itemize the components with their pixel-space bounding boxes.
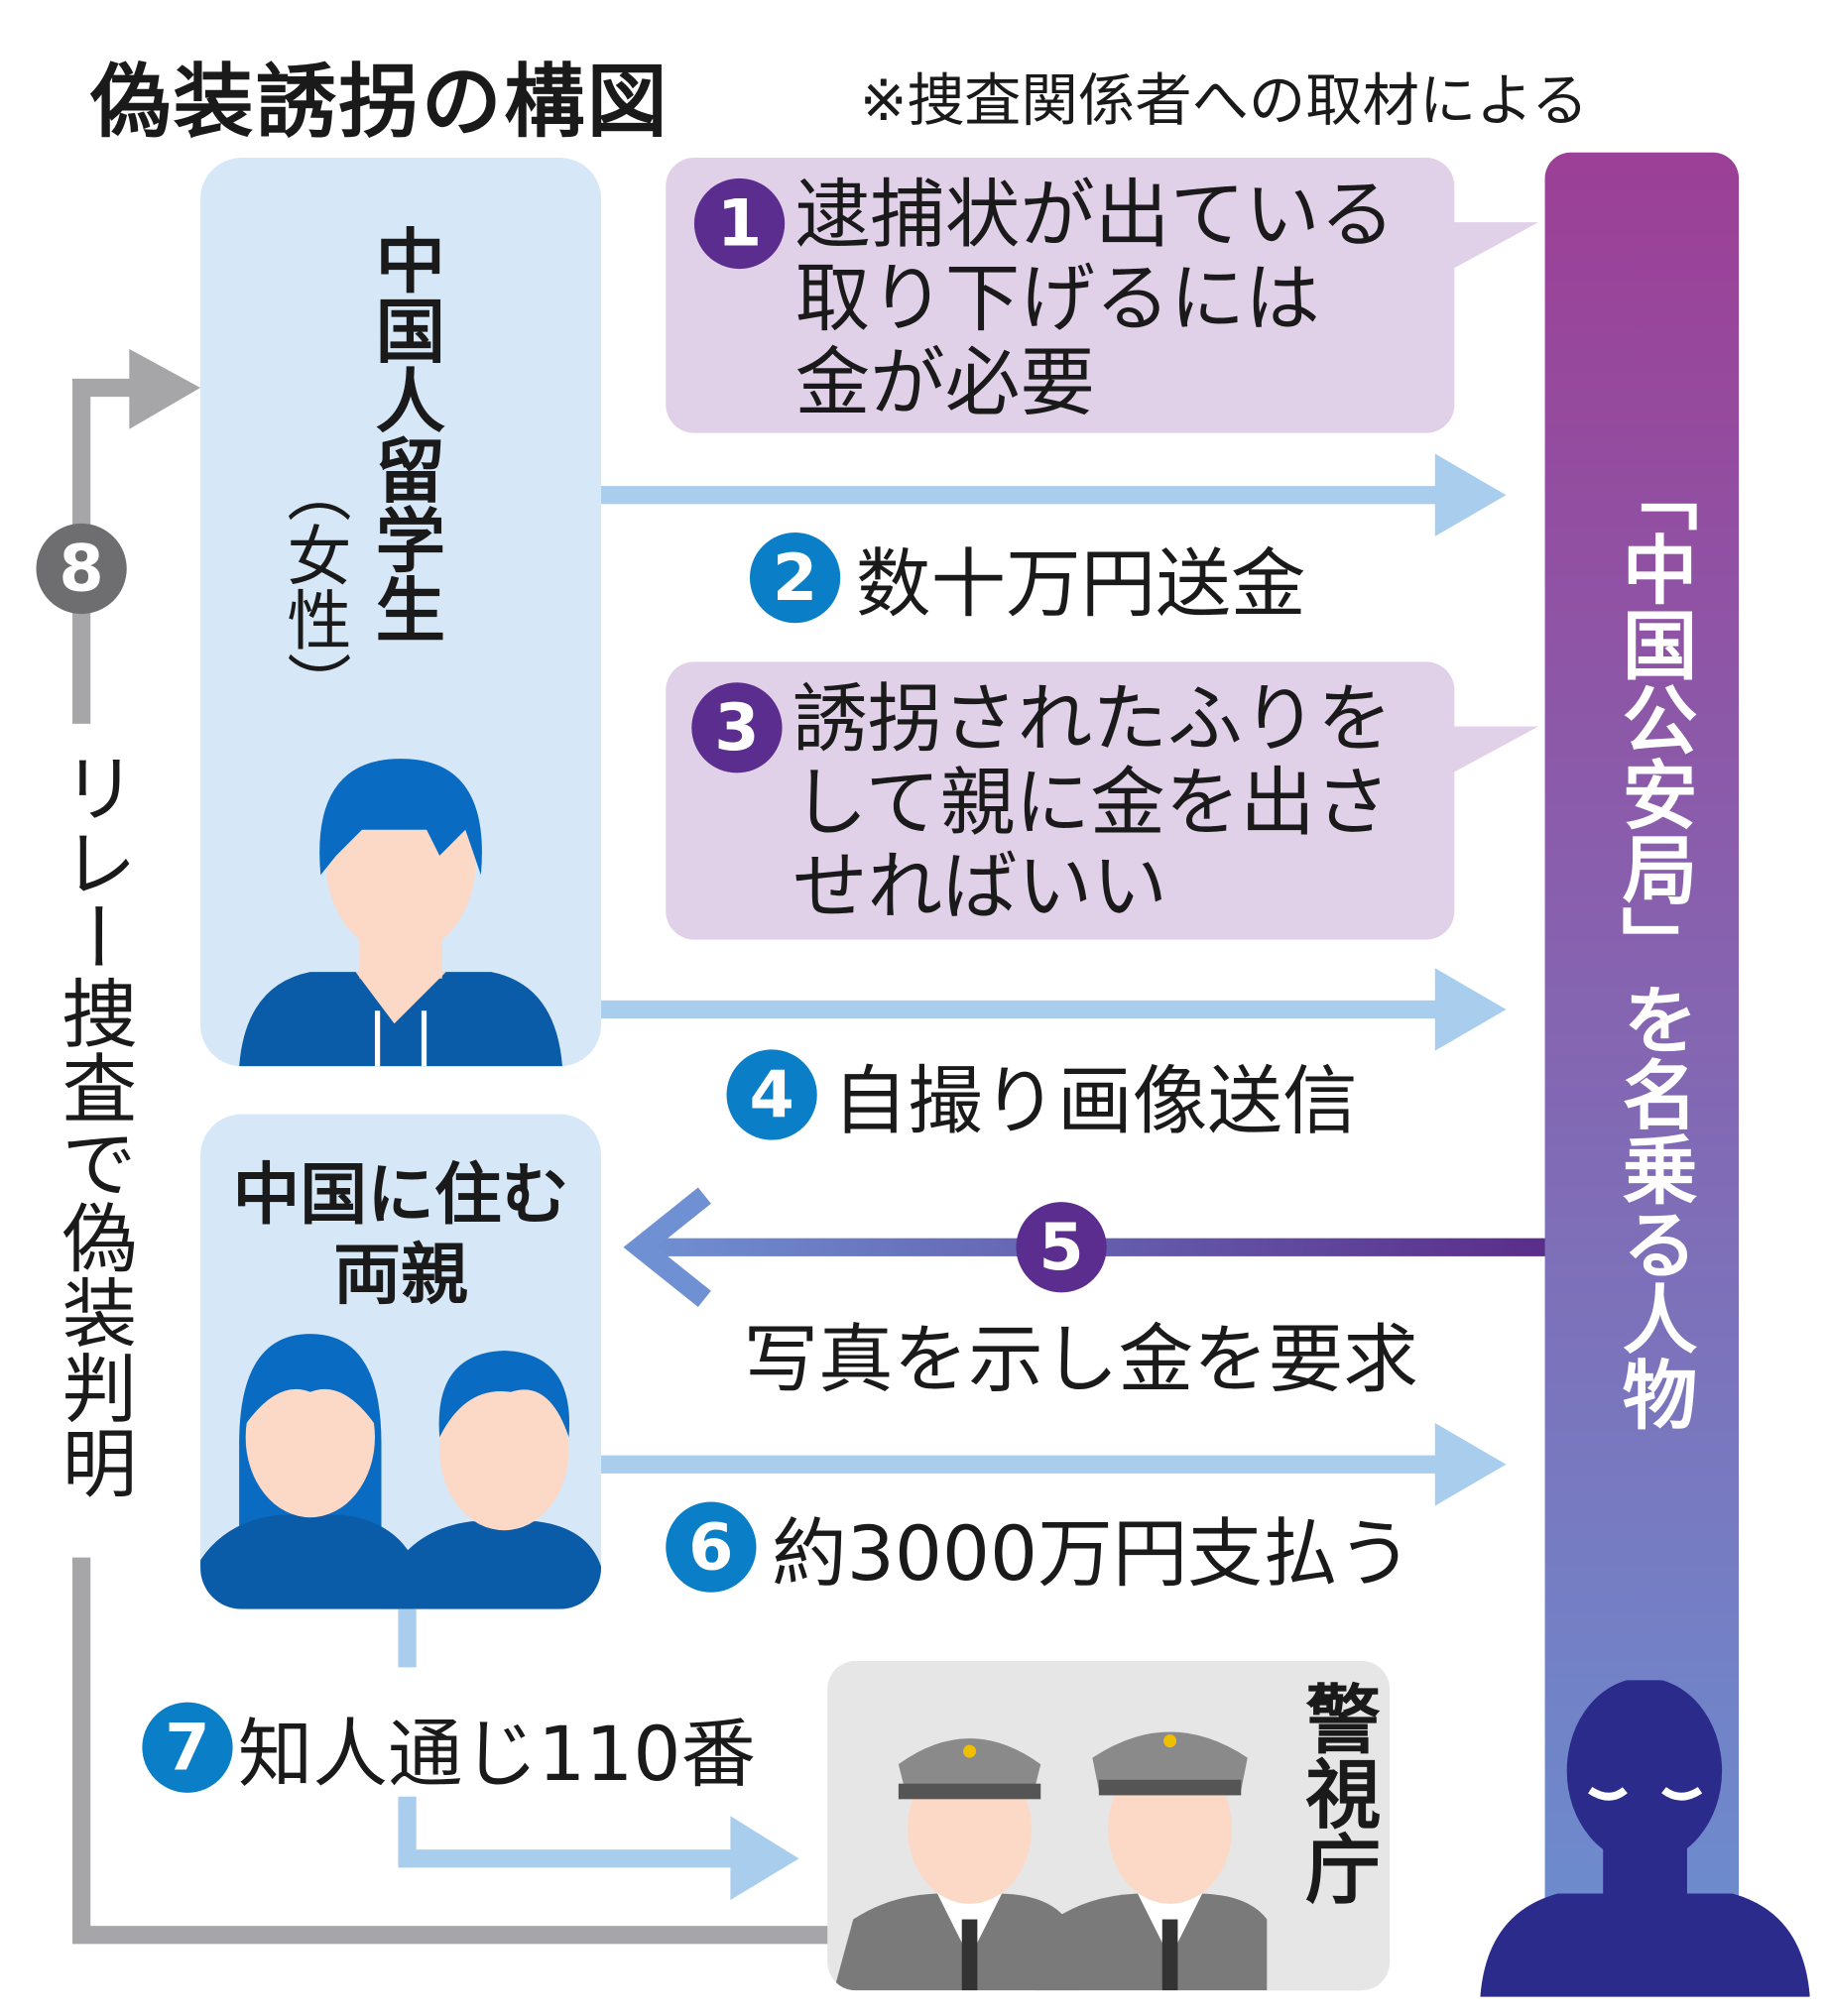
step-2-number: 2 — [749, 533, 841, 624]
step-4-number: 4 — [726, 1049, 817, 1140]
step-6-label: 6 約3000万円支払う — [666, 1492, 1412, 1601]
parents-label: 中国に住む 両親 — [200, 1155, 601, 1316]
step-8-label: リレー捜査で偽装判明 — [49, 749, 138, 1499]
step-4-arrow — [601, 1000, 1442, 1019]
police-label: 警視庁 — [1292, 1680, 1382, 1906]
step-4-label: 4 自撮り画像送信 — [726, 1040, 1358, 1148]
impostor-figure-icon — [1480, 1680, 1810, 1997]
step-3-line: せればいい — [792, 842, 1167, 931]
step-2-text: 数十万円送金 — [855, 539, 1306, 629]
step-7-label: 7 知人通じ110番 — [142, 1693, 756, 1801]
step-1-line: 取り下げるには — [794, 254, 1320, 343]
student-avatar-icon — [239, 759, 562, 1067]
step-5-label: 写真を示し金を要求 — [743, 1315, 1418, 1404]
step-6-number: 6 — [666, 1501, 757, 1593]
police-officers-icon — [833, 1731, 1268, 1991]
police-box: 警視庁 — [827, 1660, 1391, 1991]
student-label: 中国人留学生 — [363, 224, 445, 645]
student-sub-label: （女性） — [276, 457, 352, 717]
step-6-arrowhead — [1434, 1423, 1507, 1506]
step-2-arrowhead — [1434, 453, 1507, 536]
step-7-text: 知人通じ110番 — [237, 1710, 757, 1799]
parents-avatar-icon — [200, 1334, 602, 1609]
step-8-number: 8 — [36, 523, 127, 615]
step-6-text: 約3000万円支払う — [772, 1509, 1413, 1599]
step-1-number: 1 — [693, 178, 786, 270]
step-2-arrow — [601, 486, 1442, 505]
step-6-arrow — [601, 1455, 1442, 1474]
source-note: ※捜査関係者への取材による — [859, 68, 1589, 135]
step-3-line: 誘拐されたふりを — [792, 674, 1393, 764]
impostor-label: 「中国公安局」を名乗る人物 — [1609, 456, 1698, 1431]
step-4-arrowhead — [1434, 968, 1507, 1051]
step-4-text: 自撮り画像送信 — [832, 1057, 1358, 1145]
step-1-line: 逮捕状が出ている — [794, 171, 1396, 259]
parents-box: 中国に住む 両親 — [200, 1114, 602, 1609]
parents-label-line: 中国に住む — [232, 1156, 569, 1235]
step-3-number: 3 — [691, 682, 783, 773]
step-3-bubble: 3 誘拐されたふりを して親に金を出さ せればいい — [666, 661, 1455, 940]
student-box: 中国人留学生 （女性） — [200, 158, 602, 1067]
step-1-line: 金が必要 — [794, 338, 1096, 427]
step-3-line: して親に金を出さ — [792, 759, 1391, 847]
step-1-bubble: 1 逮捕状が出ている 取り下げるには 金が必要 — [666, 158, 1455, 433]
step-2-label: 2 数十万円送金 — [749, 524, 1306, 632]
parents-label-line: 両親 — [333, 1237, 468, 1315]
diagram-title: 偽装誘拐の構図 — [90, 54, 670, 149]
step-7-number: 7 — [142, 1702, 233, 1793]
step-5-number: 5 — [1016, 1202, 1107, 1293]
